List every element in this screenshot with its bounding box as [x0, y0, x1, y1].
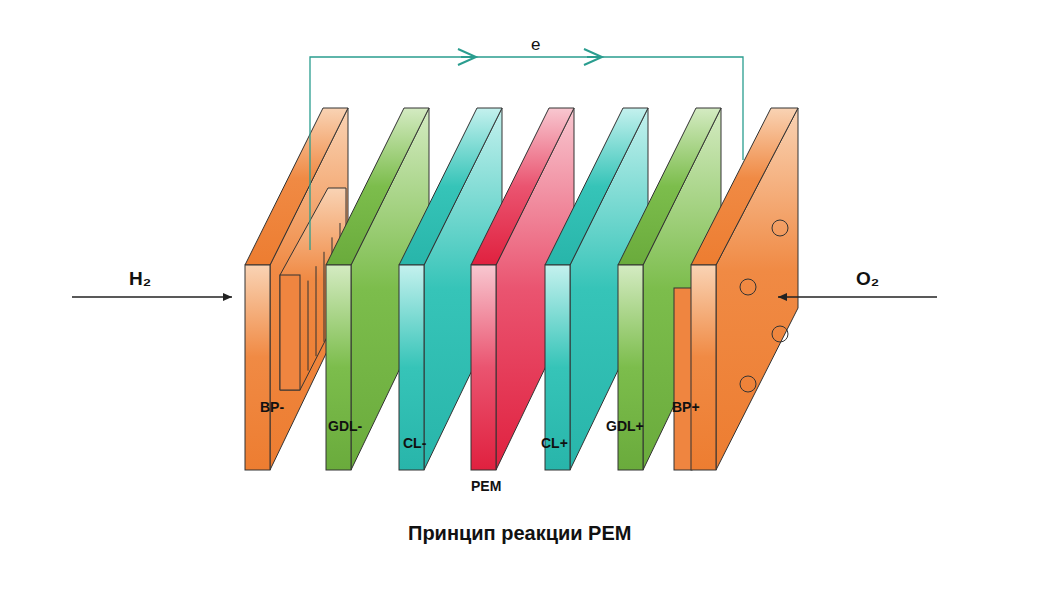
- layer-label: BP+: [672, 400, 700, 415]
- layer-label: PEM: [471, 479, 501, 494]
- layer-label: CL+: [541, 436, 568, 451]
- gas-label: H₂: [129, 269, 151, 290]
- caption: Принцип реакции PEM: [408, 522, 631, 544]
- electron-label: e: [531, 36, 540, 55]
- gas-label: O₂: [856, 269, 879, 290]
- layer-label: GDL-: [328, 419, 362, 434]
- layer-label: CL-: [403, 436, 426, 451]
- layer-label: BP-: [260, 400, 284, 415]
- layer-label: GDL+: [606, 419, 644, 434]
